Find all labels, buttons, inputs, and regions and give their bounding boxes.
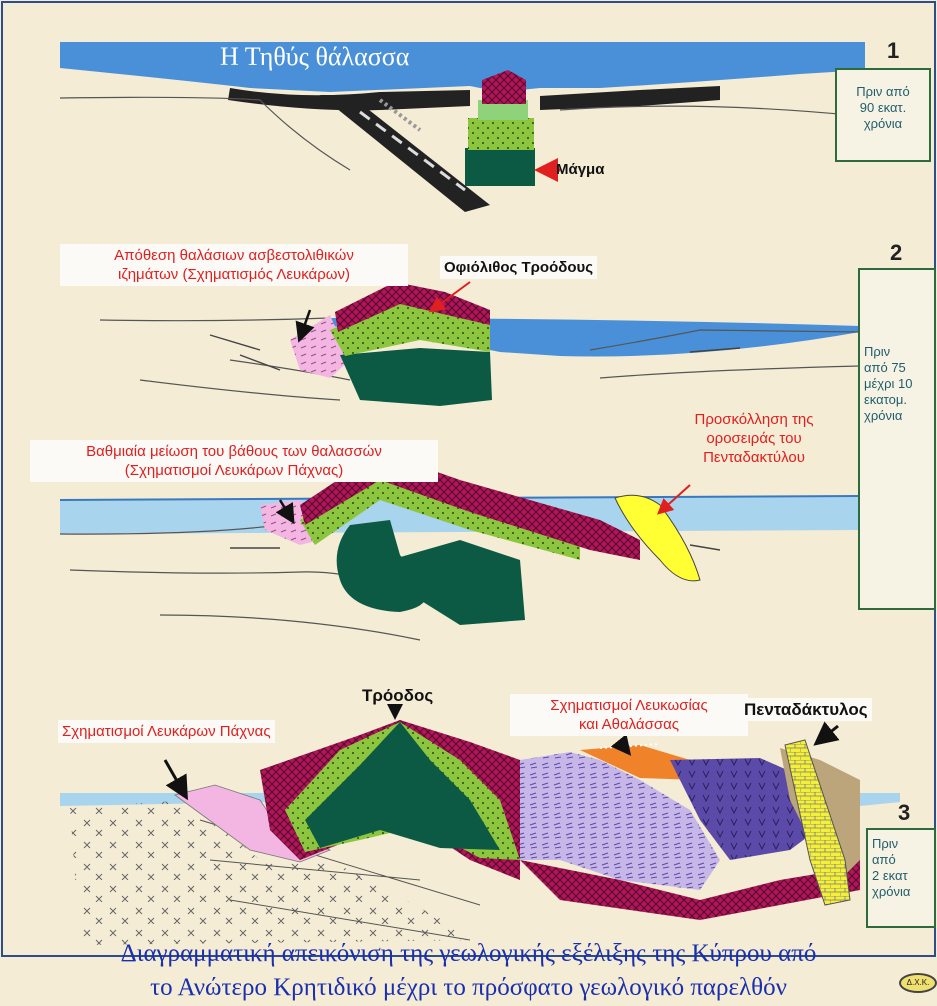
nicosia-athalassa-label: Σχηματισμοί Λευκωσίας και Αθαλάσσας [510,694,748,736]
caption-line-1: Διαγραμματική απεικόνιση της γεωλογικής … [0,937,937,971]
tethys-sea-label: Η Τηθύς θάλασσα [220,42,409,72]
stage-2-section [100,282,860,406]
stage-1-section [60,42,865,212]
stage-1-time-line-3: χρόνια [841,116,925,132]
depth-reduction-label: Βαθμιαία μείωση του βάθους των θαλασσών … [30,440,438,482]
caption-line-2: το Ανώτερο Κρητιδικό μέχρι το πρόσφατο γ… [0,971,937,1005]
stage2b-crust-right [390,540,525,625]
troodos-label: Τρόοδος [362,686,433,705]
author-logo: Δ.Χ.Κ. [899,973,937,993]
stage-3-time-box: Πριν από 2 εκατ χρόνια [866,828,936,928]
diagram-caption: Διαγραμματική απεικόνιση της γεωλογικής … [0,937,937,1005]
stage-2-number: 2 [890,240,902,266]
pentadaktylos-arrow [818,726,838,742]
stage-2-time-line-1: Πριν [864,344,930,360]
stage-3-time-line-3: 2 εκατ [872,868,930,884]
stage-2-time-box: Πριν από 75 μέχρι 10 εκατομ. χρόνια [858,268,936,610]
pentadaktylos-label: Πενταδάκτυλος [740,698,872,721]
stage-3-time-line-2: από [872,852,930,868]
stage1-boundary-right [560,106,860,116]
stage2-seafloor-left [100,318,330,321]
stage-2-time-line-4: εκατομ. [864,392,930,408]
depth-reduction-line-1: Βαθμιαία μείωση του βάθους των θαλασσών [34,442,434,461]
pentadaktylos-attach-line-1: Προσκόλληση της [668,410,840,429]
stage-2-time-line-5: χρόνια [864,408,930,424]
stage-1-number: 1 [887,38,899,64]
stage2b-boundary-2 [160,615,420,640]
deposition-label-line-1: Απόθεση θαλάσιων ασβεστολιθικών [64,246,404,265]
nicosia-athalassa-line-1: Σχηματισμοί Λευκωσίας [514,696,744,715]
magma-chamber [465,148,535,186]
stage-2-time-line-2: από 75 [864,360,930,376]
lefkara-arrow [165,760,185,795]
stage-2-time-line-3: μέχρι 10 [864,376,930,392]
deposition-label-line-2: ιζημάτων (Σχηματισμός Λευκάρων) [64,265,404,284]
stage-3-time-line-1: Πριν [872,836,930,852]
pentadaktylos-attach-line-3: Πενταδακτύλου [668,448,840,467]
subducting-slab [320,95,490,212]
stage2-crust [340,348,492,406]
deposition-label: Απόθεση θαλάσιων ασβεστολιθικών ιζημάτων… [60,244,408,286]
stage2-boundary-2 [140,380,340,400]
stage-1-time-line-2: 90 εκατ. [841,100,925,116]
tethys-sea [60,42,865,92]
ophiolite-label: Οφιόλιθος Τροόδους [440,256,597,279]
pentadaktylos-attach-label: Προσκόλληση της οροσειράς του Πενταδακτύ… [668,410,840,467]
stage1-green-layer [468,118,534,150]
stage2-boundary-3 [600,366,860,378]
stage-1-time-line-1: Πριν από [841,84,925,100]
stage-3-time-line-4: χρόνια [872,884,930,900]
pentadaktylos-attach-line-2: οροσειράς του [668,429,840,448]
lefkara-pachna-label: Σχηματισμοί Λευκάρων Πάχνας [58,720,275,743]
magma-label: Μάγμα [556,160,604,179]
stage-1-time-box: Πριν από 90 εκατ. χρόνια [835,68,931,162]
depth-reduction-line-2: (Σχηματισμοί Λευκάρων Πάχνας) [34,461,434,480]
stage-3-number: 3 [898,800,910,826]
nicosia-athalassa-line-2: και Αθαλάσσας [514,715,744,734]
stage3-sea-right [860,793,900,806]
